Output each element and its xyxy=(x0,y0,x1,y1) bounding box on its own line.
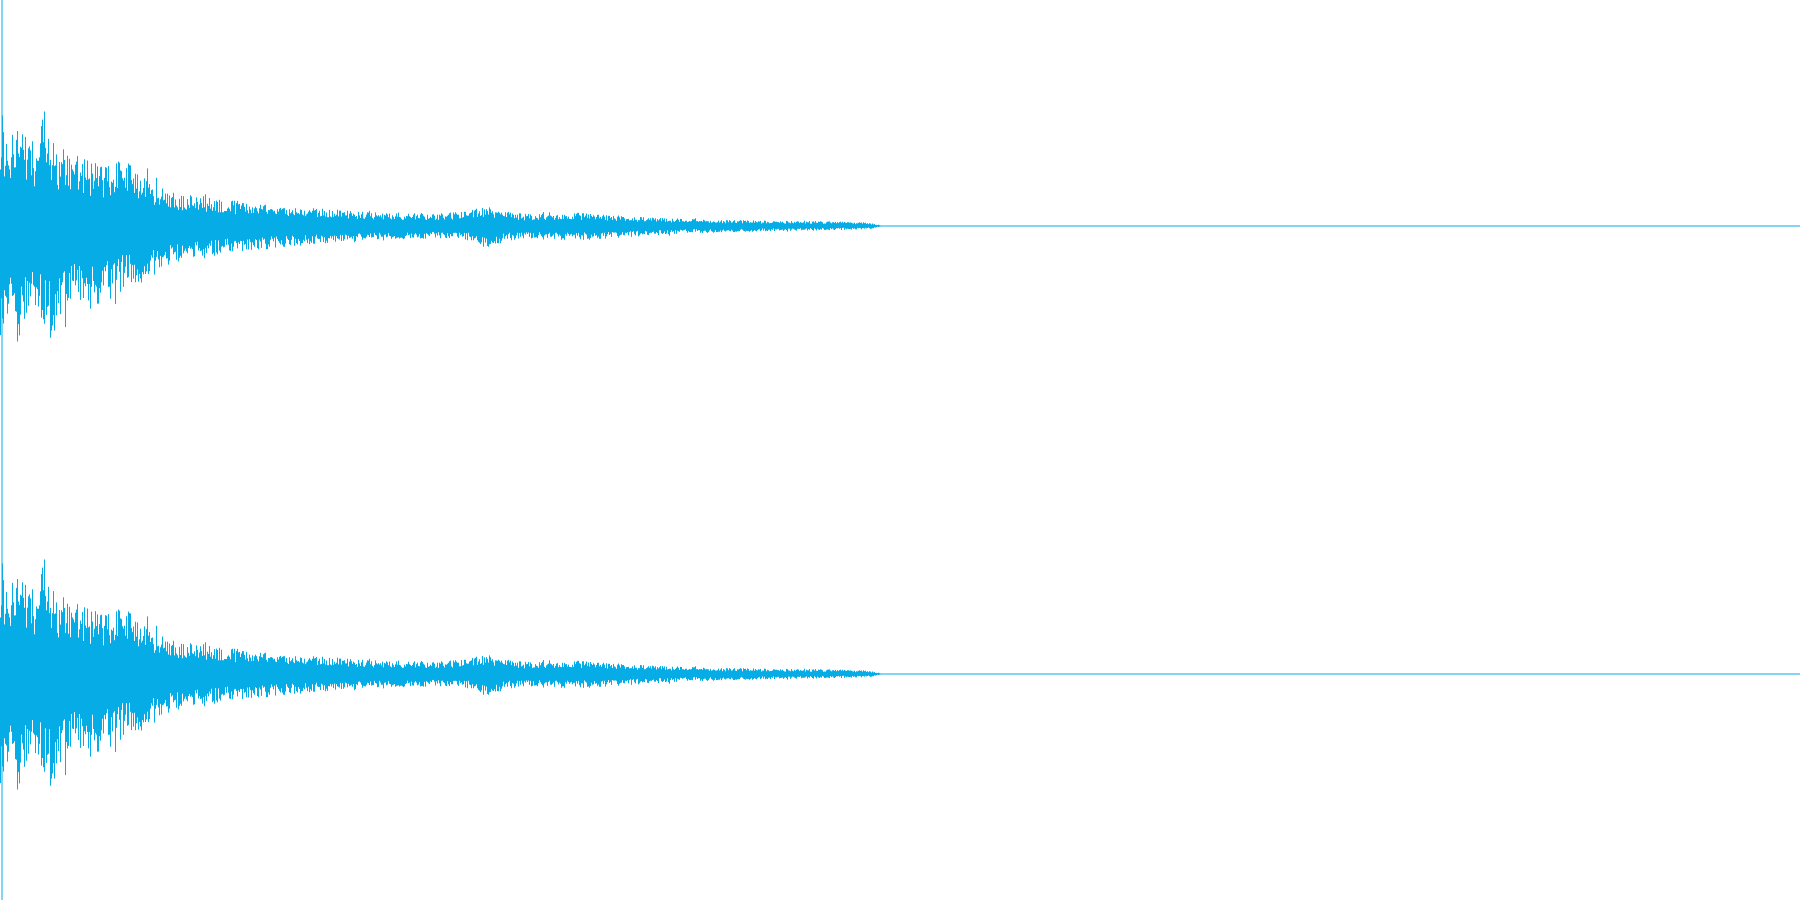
channel-1-waveform-core xyxy=(0,630,882,718)
channel-0-waveform xyxy=(0,111,1800,342)
channel-1-waveform xyxy=(0,559,1800,790)
channel-0-waveform-core xyxy=(0,182,882,270)
